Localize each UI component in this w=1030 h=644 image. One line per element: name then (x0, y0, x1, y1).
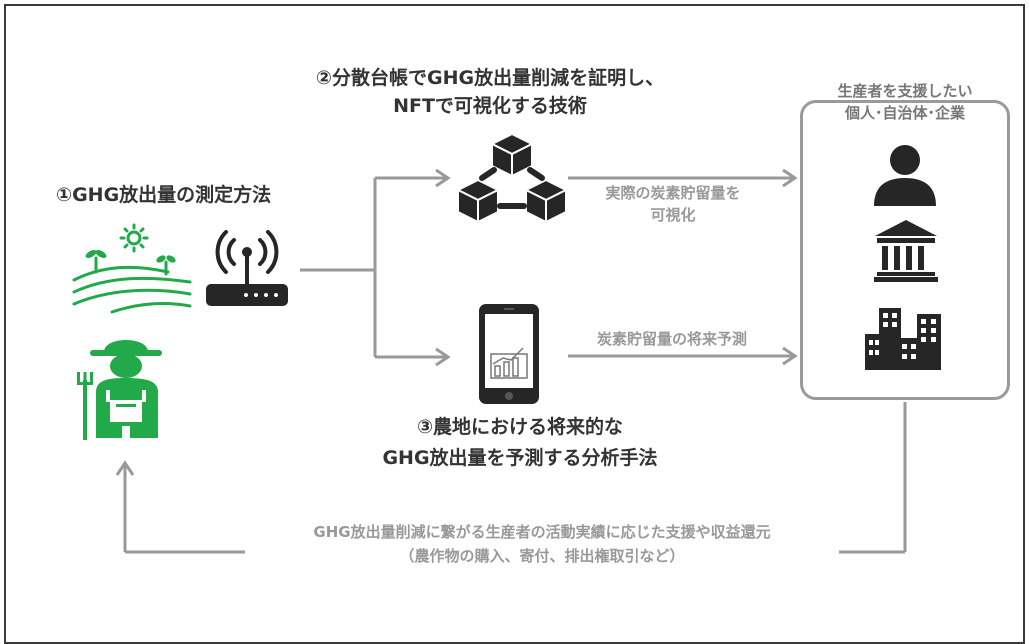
government-building-icon (874, 220, 938, 282)
technology-heading: ②分散台帳でGHG放出量削減を証明し、 NFTで可視化する技術 (315, 67, 665, 117)
supporters-title: 生産者を支援したい 個人･自治体･企業 (800, 80, 1010, 124)
measurement-heading: ①GHG放出量の測定方法 (56, 184, 272, 206)
visualize-arrow-label: 実際の炭素貯留量を 可視化 (605, 184, 741, 224)
flow-connectors (115, 168, 907, 554)
person-icon (874, 145, 936, 206)
farmer-icon (77, 340, 162, 440)
blockchain-icon (457, 133, 567, 223)
iot-router-icon (206, 230, 288, 306)
forecast-arrow-label: 炭素貯留量の将来予測 (596, 330, 747, 348)
farm-field-icon (72, 223, 192, 314)
smartphone-chart-icon (479, 304, 539, 404)
analysis-heading: ③農地における将来的な GHG放出量を予測する分析手法 (382, 416, 658, 469)
office-buildings-icon (865, 308, 941, 370)
feedback-label: GHG放出量削減に繋がる生産者の活動実績に応じた支援や収益還元 （農作物の購入、… (245, 520, 839, 568)
